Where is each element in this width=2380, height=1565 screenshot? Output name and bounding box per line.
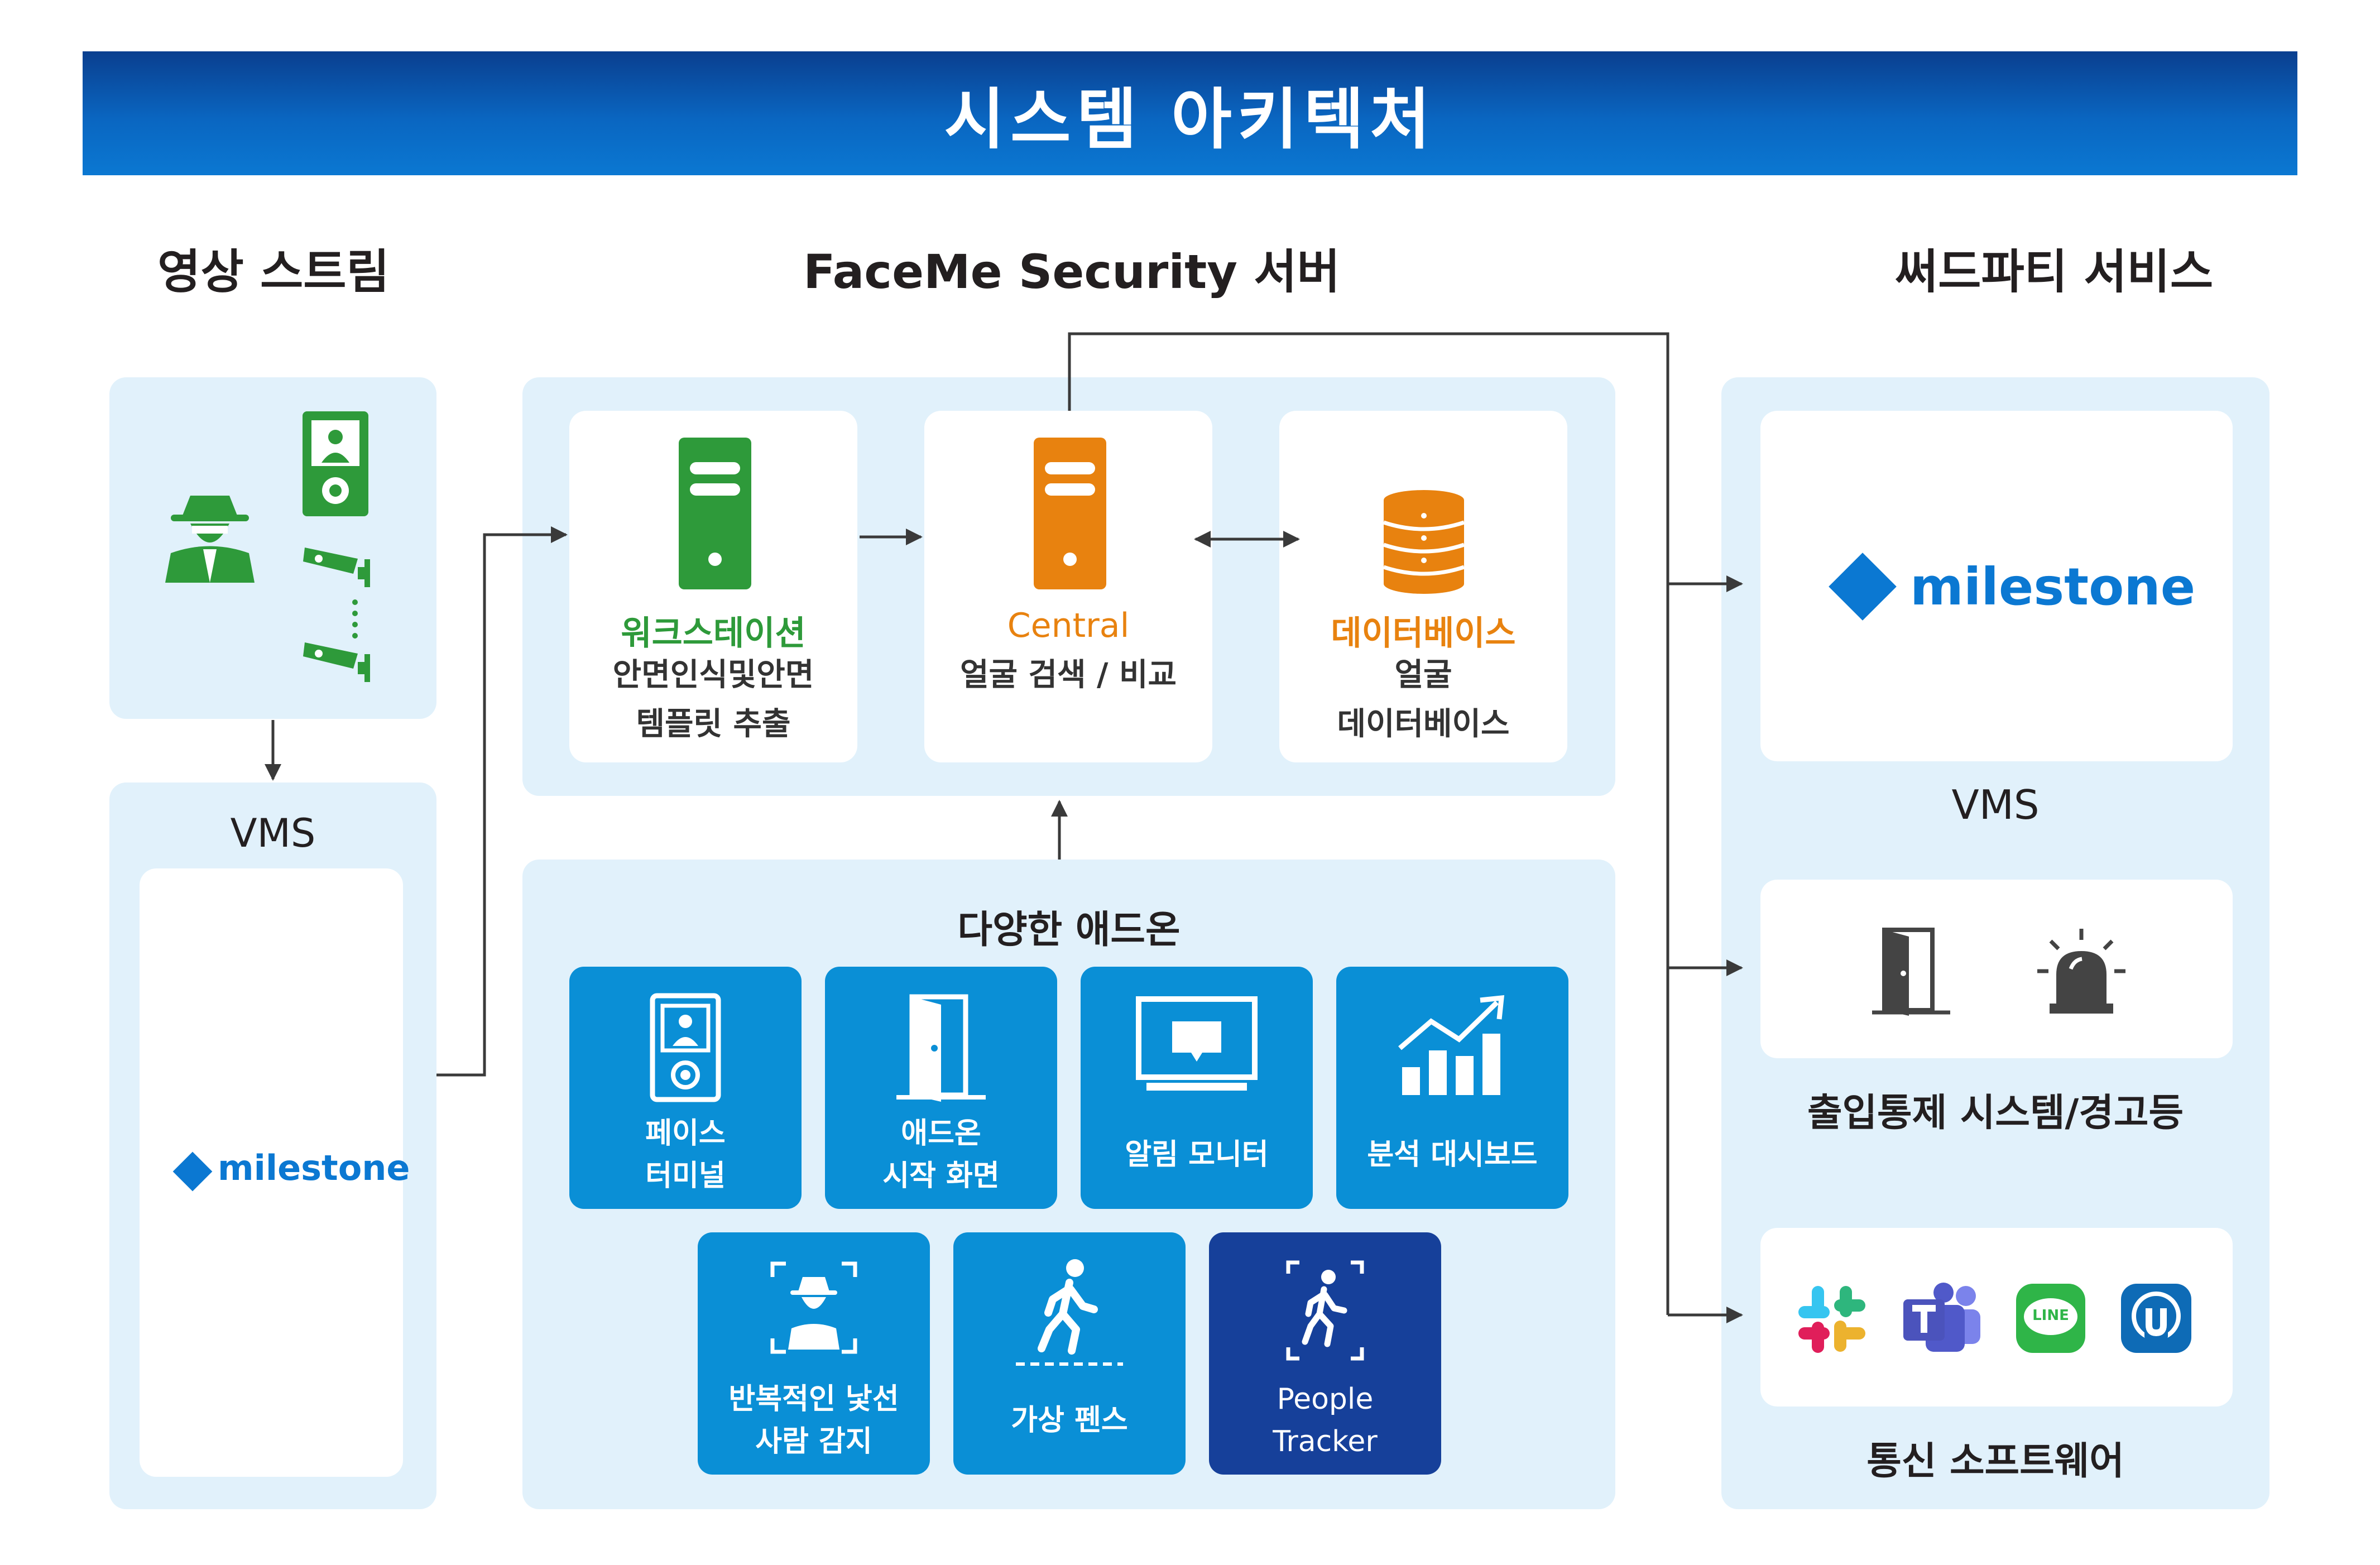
teams-icon [1903, 1283, 1980, 1352]
cctv-camera-icon [303, 642, 370, 682]
workstation-card: 워크스테이션 안면인식및안면 템플릿 추출 [569, 411, 857, 762]
page-title: 시스템 아키텍처 [944, 80, 1436, 158]
stranger-icon [770, 1261, 857, 1354]
slack-icon [1798, 1286, 1865, 1353]
central-server-icon [1034, 438, 1106, 589]
database-card: 데이터베이스 얼굴 데이터베이스 [1279, 411, 1567, 762]
addon-tile-label: 애드온 [901, 1117, 981, 1150]
addon-tile-label: 시작 화면 [882, 1159, 1000, 1193]
column-heading-server: FaceMe Security 서버 [803, 244, 1340, 299]
addon-tile-label: 분석 대시보드 [1367, 1138, 1538, 1172]
suspicious-person-icon [165, 496, 255, 583]
vms-card: milestone [140, 868, 410, 1477]
workstation-line1: 안면인식및안면 [612, 657, 814, 693]
workstation-title: 워크스테이션 [621, 614, 806, 653]
chart-growth-icon [1398, 995, 1505, 1095]
title-banner: 시스템 아키텍처 [83, 51, 2297, 175]
addons-panel: 다양한 애드온 페이스 터미널 애드온 시작 화면 알림 모니터 [522, 860, 1615, 1509]
addon-tile-alert-monitor[interactable]: 알림 모니터 [1081, 967, 1313, 1209]
more-cameras-dots-icon [352, 599, 358, 639]
addon-tile-label: 반복적인 낯선 [728, 1382, 899, 1416]
milestone-logo-text: milestone [218, 1148, 410, 1188]
third-party-panel: milestone VMS 출입통제 시스템/경고등 [1721, 377, 2269, 1509]
line-bubble [2024, 1298, 2077, 1335]
door-icon [1872, 928, 1950, 1016]
addon-tile-stranger-detection[interactable]: 반복적인 낯선 사람 감지 [698, 1232, 930, 1475]
monitor-icon [1136, 996, 1258, 1091]
database-title: 데이터베이스 [1331, 614, 1516, 653]
communication-label: 통신 소프트웨어 [1866, 1439, 2124, 1484]
communication-card: LINE [1760, 1228, 2233, 1406]
vms-label: VMS [230, 810, 316, 856]
workstation-line2: 템플릿 추출 [636, 706, 791, 742]
door-icon [896, 994, 986, 1102]
column-heading-third-party: 써드파티 서비스 [1894, 244, 2214, 299]
cctv-camera-icon [303, 548, 370, 587]
addons-title: 다양한 애드온 [957, 908, 1181, 952]
addon-tile-label: Tracker [1273, 1425, 1378, 1458]
addon-tile-label: 알림 모니터 [1125, 1138, 1269, 1172]
addon-tile-label: 터미널 [645, 1159, 726, 1193]
u-messenger-icon [2121, 1284, 2191, 1353]
access-control-label: 출입통제 시스템/경고등 [1807, 1091, 2184, 1135]
video-stream-panel [109, 377, 436, 719]
line-badge-text: LINE [2032, 1307, 2069, 1324]
workstation-server-icon [679, 438, 751, 589]
vms-panel: VMS milestone [109, 782, 436, 1509]
walking-person-icon [1016, 1259, 1123, 1366]
column-heading-video-stream: 영상 스트림 [157, 244, 390, 299]
addon-tile-analytics-dashboard[interactable]: 분석 대시보드 [1336, 967, 1568, 1209]
addon-tile-label: 페이스 [645, 1117, 726, 1150]
central-card: Central 얼굴 검색 / 비교 [924, 411, 1212, 762]
server-panel: 워크스테이션 안면인식및안면 템플릿 추출 Central 얼굴 검색 / 비교… [522, 377, 1615, 796]
addon-tile-launcher[interactable]: 애드온 시작 화면 [825, 967, 1057, 1209]
addon-tile-label: 사람 감지 [755, 1425, 872, 1458]
database-icon [1383, 490, 1465, 594]
line-icon: LINE [2016, 1284, 2085, 1353]
milestone-logo-text: milestone [1910, 557, 2196, 617]
tracked-person-icon [1286, 1260, 1364, 1361]
milestone-logo-icon [1829, 553, 1897, 621]
database-line2: 데이터베이스 [1337, 706, 1510, 742]
addon-tile-virtual-fence[interactable]: 가상 펜스 [953, 1232, 1186, 1475]
central-title: Central [1007, 606, 1130, 645]
third-party-vms-card: milestone [1760, 411, 2233, 761]
central-line1: 얼굴 검색 / 비교 [959, 657, 1177, 693]
face-terminal-icon [303, 411, 368, 516]
database-line1: 얼굴 [1394, 657, 1452, 693]
addon-tile-label: People [1277, 1382, 1374, 1416]
alarm-light-icon [2037, 929, 2125, 1014]
milestone-logo-icon [172, 1151, 213, 1192]
access-control-card [1760, 880, 2233, 1058]
third-party-vms-label: VMS [1951, 781, 2040, 828]
addon-tile-face-terminal[interactable]: 페이스 터미널 [569, 967, 802, 1209]
addon-tile-label: 가상 펜스 [1011, 1404, 1128, 1437]
face-terminal-icon [650, 993, 721, 1102]
addon-tile-people-tracker[interactable]: People Tracker [1209, 1232, 1441, 1475]
